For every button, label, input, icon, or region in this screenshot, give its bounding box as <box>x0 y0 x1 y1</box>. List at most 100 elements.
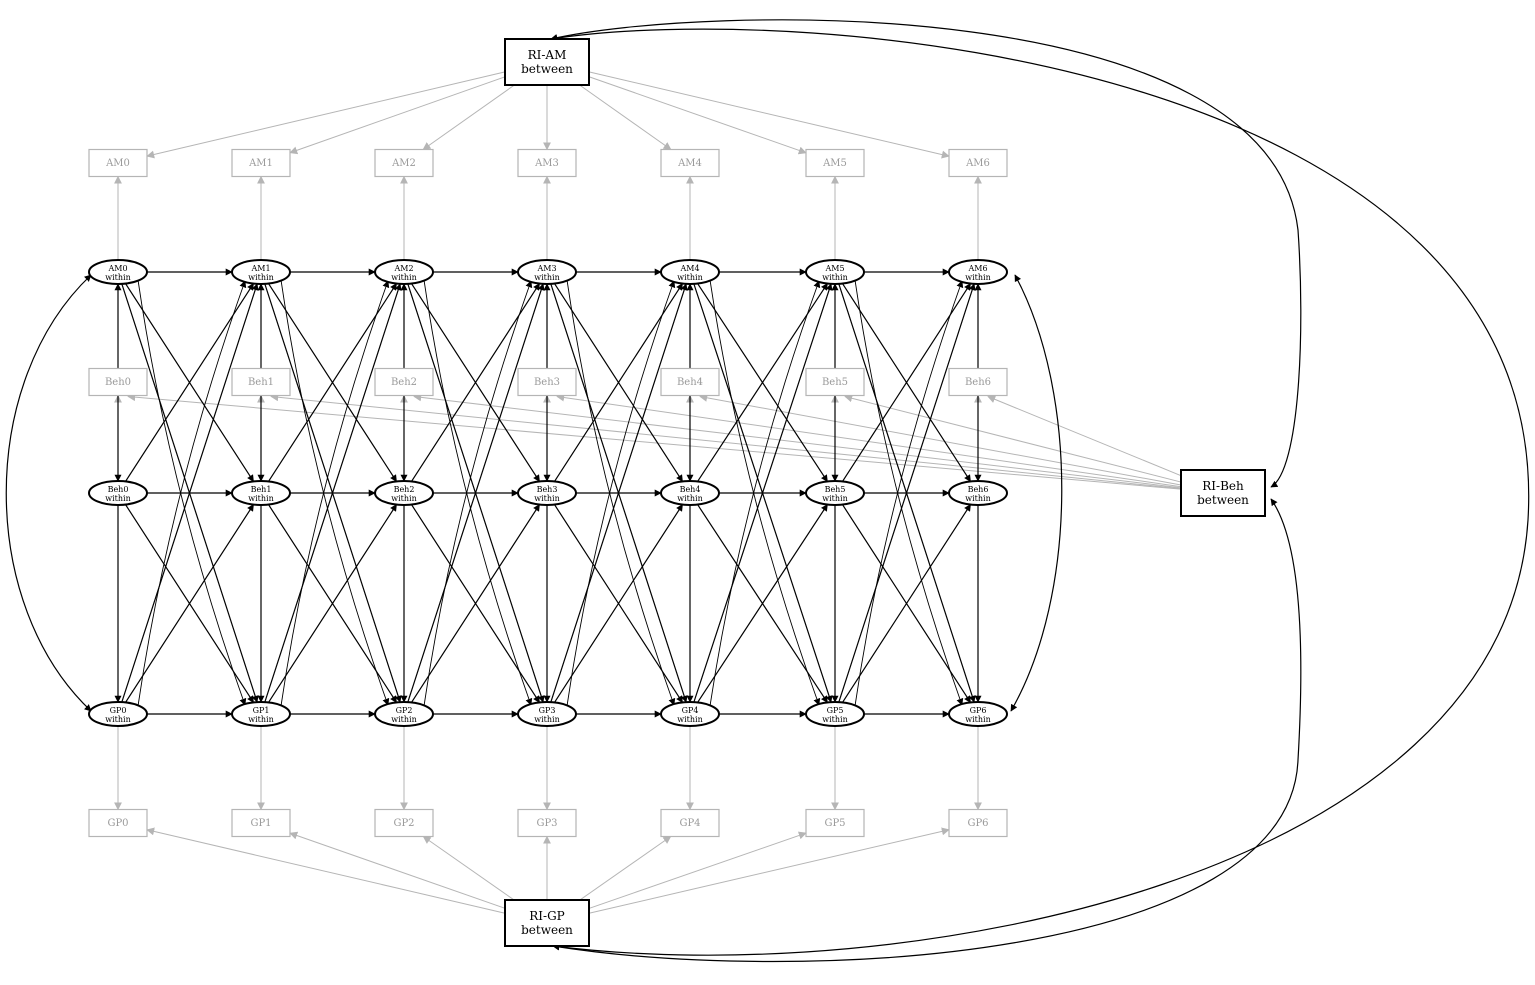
cross-lagged-curve <box>423 280 533 707</box>
ri-loading-arrow <box>588 827 950 914</box>
latent-suffix: within <box>677 715 702 724</box>
latent-label: AM4 <box>679 264 699 273</box>
ri-sublabel: between <box>521 923 573 937</box>
latent-suffix: within <box>391 273 416 282</box>
latent-label: GP3 <box>539 706 556 715</box>
latent-label: AM0 <box>107 264 127 273</box>
latent-suffix: within <box>391 715 416 724</box>
observed-beh-box: Beh5 <box>805 367 865 397</box>
observed-label: Beh2 <box>391 377 417 388</box>
observed-label: GP1 <box>250 818 271 829</box>
latent-suffix: within <box>677 494 702 503</box>
observed-beh-box: Beh2 <box>374 367 434 397</box>
wave0-am-gp-covariance <box>5 274 92 712</box>
latent-suffix: within <box>534 494 559 503</box>
cross-lagged-arrow <box>124 283 255 482</box>
ri-sublabel: between <box>521 62 573 76</box>
cross-lagged-curve <box>280 280 390 707</box>
ri-loading-arrow <box>579 84 672 150</box>
observed-am-box: AM1 <box>231 148 291 178</box>
latent-label: Beh1 <box>251 485 272 494</box>
ri-loading-arrow <box>844 394 1182 483</box>
observed-am-box: AM0 <box>88 148 148 178</box>
latent-suffix: within <box>965 494 990 503</box>
latent-label: GP4 <box>682 706 699 715</box>
observed-label: Beh1 <box>248 377 274 388</box>
observed-am-box: AM3 <box>517 148 577 178</box>
latent-suffix: within <box>677 273 702 282</box>
ri-loading-arrow <box>289 76 506 155</box>
latent-suffix: within <box>391 494 416 503</box>
ri-loading-arrow <box>146 71 506 159</box>
latent-label: AM1 <box>250 264 270 273</box>
latent-suffix: within <box>105 494 130 503</box>
latent-suffix: within <box>965 273 990 282</box>
ri-beh-gp-covariance <box>552 498 1302 963</box>
cross-lagged-curve <box>137 280 247 707</box>
observed-label: AM0 <box>105 158 130 169</box>
latent-suffix: within <box>822 494 847 503</box>
latent-suffix: within <box>248 494 273 503</box>
latent-suffix: within <box>965 715 990 724</box>
cross-lagged-arrow <box>410 504 541 703</box>
observed-label: GP4 <box>679 818 700 829</box>
observed-label: Beh6 <box>965 377 991 388</box>
ri-am-beh-covariance <box>550 19 1302 488</box>
observed-label: GP5 <box>824 818 845 829</box>
latent-suffix: within <box>534 715 559 724</box>
ri-loading-arrow <box>270 393 1182 490</box>
observed-am-box: AM5 <box>805 148 865 178</box>
latent-suffix: within <box>822 715 847 724</box>
latent-label: GP5 <box>827 706 844 715</box>
observed-label: AM5 <box>822 158 847 169</box>
observed-beh-box: Beh3 <box>517 367 577 397</box>
latent-suffix: within <box>822 273 847 282</box>
cross-lagged-arrow <box>267 504 398 703</box>
ri-sublabel: between <box>1197 493 1249 507</box>
latent-label: GP6 <box>970 706 987 715</box>
observed-label: AM2 <box>391 158 416 169</box>
observed-label: Beh4 <box>677 377 703 388</box>
latent-label: Beh5 <box>825 485 846 494</box>
observed-gp-box: GP3 <box>517 808 577 838</box>
observed-am-box: AM2 <box>374 148 434 178</box>
observed-gp-box: GP0 <box>88 808 148 838</box>
ri-loading-arrow <box>556 393 1182 488</box>
latent-label: GP1 <box>253 706 270 715</box>
latent-label: Beh4 <box>680 485 701 494</box>
cross-lagged-arrow <box>410 283 541 482</box>
latent-suffix: within <box>105 715 130 724</box>
ri-loading-arrow <box>289 831 506 909</box>
observed-gp-box: GP4 <box>660 808 720 838</box>
observed-beh-box: Beh4 <box>660 367 720 397</box>
observed-label: Beh5 <box>822 377 848 388</box>
latent-label: AM3 <box>536 264 556 273</box>
latent-label: GP0 <box>110 706 127 715</box>
observed-gp-box: GP1 <box>231 808 291 838</box>
latent-label: Beh2 <box>394 485 415 494</box>
latent-label: Beh3 <box>537 485 558 494</box>
observed-label: Beh0 <box>105 377 131 388</box>
latent-suffix: within <box>248 273 273 282</box>
latent-label: Beh6 <box>968 485 989 494</box>
observed-label: AM3 <box>534 158 559 169</box>
latent-label: GP2 <box>396 706 413 715</box>
latent-label: AM6 <box>967 264 987 273</box>
observed-am-box: AM4 <box>660 148 720 178</box>
observed-label: AM1 <box>248 158 273 169</box>
cross-lagged-arrow <box>267 283 398 482</box>
